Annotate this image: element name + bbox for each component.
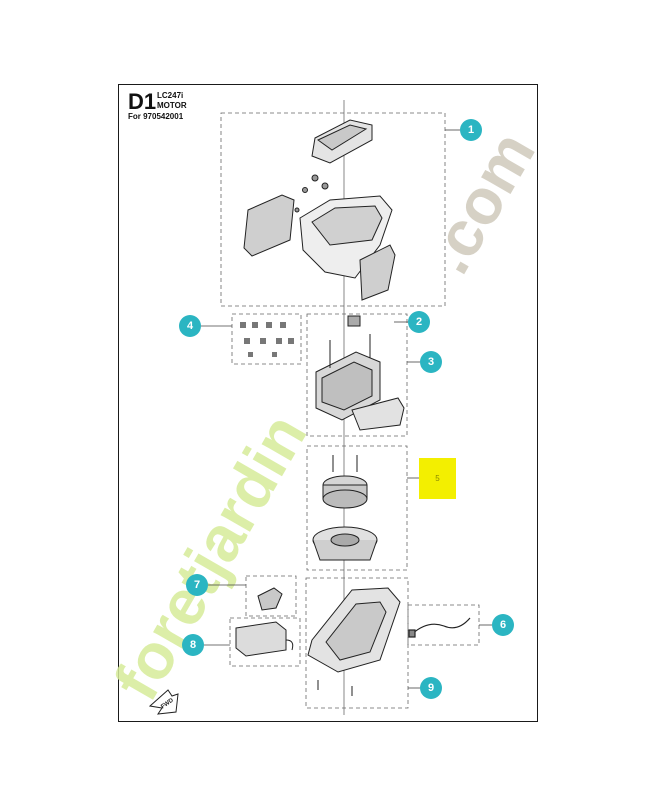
part-battery — [235, 621, 294, 657]
callout-9[interactable]: 9 — [420, 677, 442, 699]
leader-lines — [201, 129, 492, 689]
callout-4[interactable]: 4 — [179, 315, 201, 337]
part-motor — [312, 455, 378, 561]
callout-8[interactable]: 8 — [182, 634, 204, 656]
callout-7[interactable]: 7 — [186, 574, 208, 596]
group-box-3 — [306, 313, 408, 437]
callout-6[interactable]: 6 — [492, 614, 514, 636]
for-line: For 970542001 — [128, 112, 184, 121]
group-box-5 — [306, 445, 408, 571]
group-box-7 — [245, 575, 297, 617]
group-boxes — [220, 112, 480, 709]
group-name: MOTOR — [157, 101, 187, 110]
part-hardware-set — [240, 322, 294, 357]
callout-3[interactable]: 3 — [420, 351, 442, 373]
part-bracket — [257, 587, 283, 611]
section-code: D1 — [128, 89, 157, 114]
forward-direction-arrow: FWD — [148, 689, 179, 715]
diagram-frame — [118, 84, 538, 722]
group-box-8 — [229, 617, 301, 667]
group-box-4 — [231, 313, 302, 365]
callout-1[interactable]: 1 — [460, 119, 482, 141]
group-box-1 — [220, 112, 446, 307]
part-electronics-box — [315, 315, 405, 431]
group-box-6 — [407, 604, 480, 646]
watermark-grey-text: .com — [412, 120, 549, 285]
part-top-cover — [243, 119, 396, 301]
model-name: LC247i — [157, 91, 184, 100]
group-box-9 — [305, 577, 409, 709]
watermark-green-text: foretjardin — [100, 402, 321, 712]
callout-2[interactable]: 2 — [408, 311, 430, 333]
part-cable — [408, 617, 471, 638]
highlight-callout-5[interactable]: 5 — [419, 458, 456, 499]
part-chassis — [307, 587, 401, 696]
